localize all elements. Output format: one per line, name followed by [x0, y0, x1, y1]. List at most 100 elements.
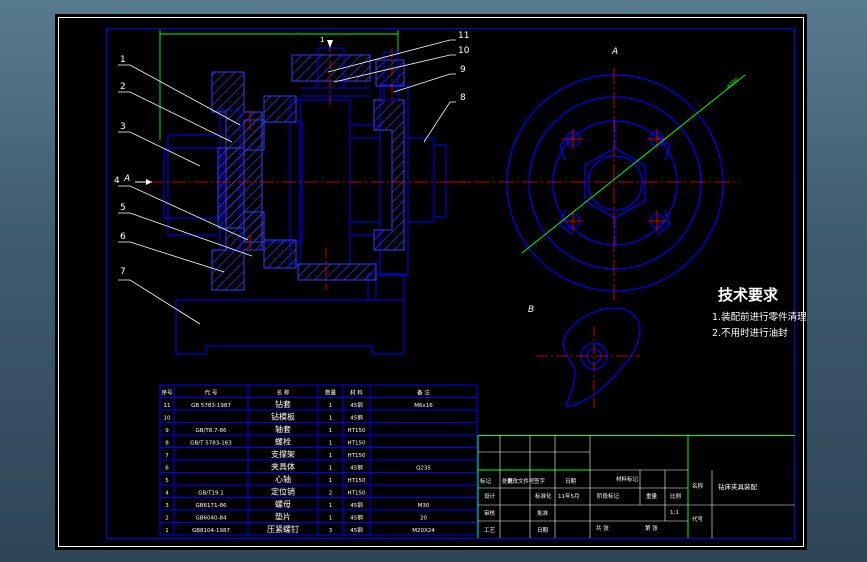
tech-req-item: 1.装配前进行零件清理 — [712, 311, 807, 323]
part-number: 6 — [120, 232, 126, 242]
bom-cell: 垫片 — [275, 511, 291, 521]
svg-text:—: — — [296, 29, 302, 36]
bom-cell: 45钢 — [350, 513, 363, 521]
title-block: 标记 处数 更改文件号 签字 日期 材料标记 设计 标准化 11年5月 阶段标记… — [477, 435, 795, 538]
bom-cell: 钻模板 — [271, 411, 295, 421]
bom-cell: GB/T 5783-163 — [190, 440, 232, 446]
bom-cell: 9 — [165, 428, 169, 434]
bom-cell: 2 — [165, 515, 169, 521]
tb-text: 日期 — [565, 478, 577, 485]
bom-cell: 1 — [165, 528, 169, 534]
bom-cell: M30 — [418, 503, 430, 509]
bom-cell: 3 — [329, 528, 333, 534]
main-section-view: — — [114, 29, 470, 355]
bom-cell: GB8104-1987 — [192, 528, 231, 534]
bom-cell: 1 — [329, 415, 333, 421]
part-number: 10 — [458, 46, 470, 56]
part-number: 4 — [114, 176, 120, 186]
bom-cell: 钻套 — [275, 399, 291, 409]
part-number: 3 — [120, 122, 126, 132]
bom-cell: HT150 — [348, 440, 366, 446]
bom-cell: 支撑架 — [271, 449, 295, 459]
tb-text: 标准化 — [535, 492, 552, 500]
bom-cell: 45钢 — [350, 526, 363, 534]
section-centerlines — [150, 42, 470, 290]
view-b-label: B — [528, 305, 534, 315]
bom-cell: 心轴 — [275, 474, 291, 484]
bom-cell: 螺母 — [275, 499, 291, 509]
section-arrow-label: A — [123, 174, 130, 184]
part-number: 1 — [120, 55, 126, 65]
tb-text: 材料标记 — [616, 475, 639, 483]
bom-cell: 1 — [329, 503, 333, 509]
bom-cell: 1 — [329, 440, 333, 446]
bom-cell: 4 — [165, 490, 169, 496]
tb-text: 批准 — [537, 509, 549, 517]
small-letter: 1 — [320, 36, 324, 44]
bom-cell: HT150 — [348, 453, 366, 459]
bom-header-cell: 代 号 — [205, 388, 218, 396]
part-number: 5 — [120, 203, 126, 213]
bom-cell: 1 — [329, 428, 333, 434]
tb-text: 11年5月 — [558, 492, 580, 500]
diagonal-dimension — [521, 74, 746, 254]
view-a: A φ200 — [450, 47, 746, 300]
bom-cell: GB/T19.1 — [198, 490, 224, 496]
view-b: B — [528, 305, 641, 410]
bom-cell: 3 — [165, 503, 169, 509]
bom-cell: 1 — [329, 515, 333, 521]
tech-req-title: 技术要求 — [718, 286, 779, 304]
bom-cell: 11 — [164, 403, 171, 409]
bom-cell: 6 — [165, 465, 169, 471]
part-number: 8 — [460, 93, 466, 103]
bom-cell: GB/T8.7-86 — [196, 428, 227, 434]
bom-cell: 夹具体 — [271, 461, 295, 471]
part-number: 7 — [120, 267, 126, 277]
tb-text: 代号 — [692, 515, 704, 523]
bom-cell: 45钢 — [350, 401, 363, 409]
bom-cell: GB 5783-1987 — [191, 403, 231, 409]
tb-text: 日期 — [537, 527, 549, 534]
hatched-sections — [211, 54, 405, 291]
tb-text: 重量 — [646, 492, 658, 500]
tb-text: 工艺 — [484, 527, 496, 534]
bom-cell: 10 — [164, 415, 171, 421]
bom-cell: 定位销 — [271, 486, 295, 496]
part-number: 11 — [458, 31, 469, 41]
tech-requirements: 技术要求 1.装配前进行零件清理 2.不用时进行油封 — [712, 286, 807, 339]
bom-cell: 20 — [420, 515, 427, 521]
bom-cell: M20X24 — [412, 528, 435, 534]
bom-header-cell: 材 料 — [350, 388, 363, 396]
paper — [55, 14, 807, 550]
bom-cell: M6x16 — [414, 403, 433, 409]
bom-cell: 1 — [329, 478, 333, 484]
bom-cell: HT150 — [348, 490, 366, 496]
bom-cell: 1 — [329, 403, 333, 409]
bom-cell: HT150 — [348, 428, 366, 434]
bom-cell: 45钢 — [350, 463, 363, 471]
bom-cell: 1 — [329, 453, 333, 459]
tb-text: 共 张 — [596, 524, 609, 532]
bom-cell: 2 — [329, 490, 333, 496]
bom-cell: 1 — [329, 465, 333, 471]
leader-lines — [118, 39, 456, 325]
view-a-label: A — [611, 47, 618, 57]
bom-cell: Q235 — [416, 465, 431, 471]
tb-text: 1:1 — [670, 510, 679, 516]
tb-text: 处数 — [502, 477, 514, 485]
tb-text: 更改文件号 — [507, 477, 535, 485]
tech-req-item: 2.不用时进行油封 — [712, 327, 788, 339]
tb-text: 标记 — [480, 477, 492, 485]
bom-cell: 8 — [165, 440, 169, 446]
bom-header-cell: 备 注 — [417, 388, 430, 396]
bom-cell: 轴套 — [275, 424, 291, 434]
tb-text: 比例 — [670, 492, 682, 500]
part-number-labels: 1 2 3 4 5 6 7 8 9 10 11 A 1 — [114, 31, 470, 277]
tb-text: 第 张 — [645, 524, 658, 532]
bom-cell: 7 — [165, 453, 169, 459]
tb-text: 阶段标记 — [597, 492, 620, 500]
bom-cell: 螺栓 — [275, 436, 291, 446]
tb-text: 审核 — [484, 509, 496, 517]
